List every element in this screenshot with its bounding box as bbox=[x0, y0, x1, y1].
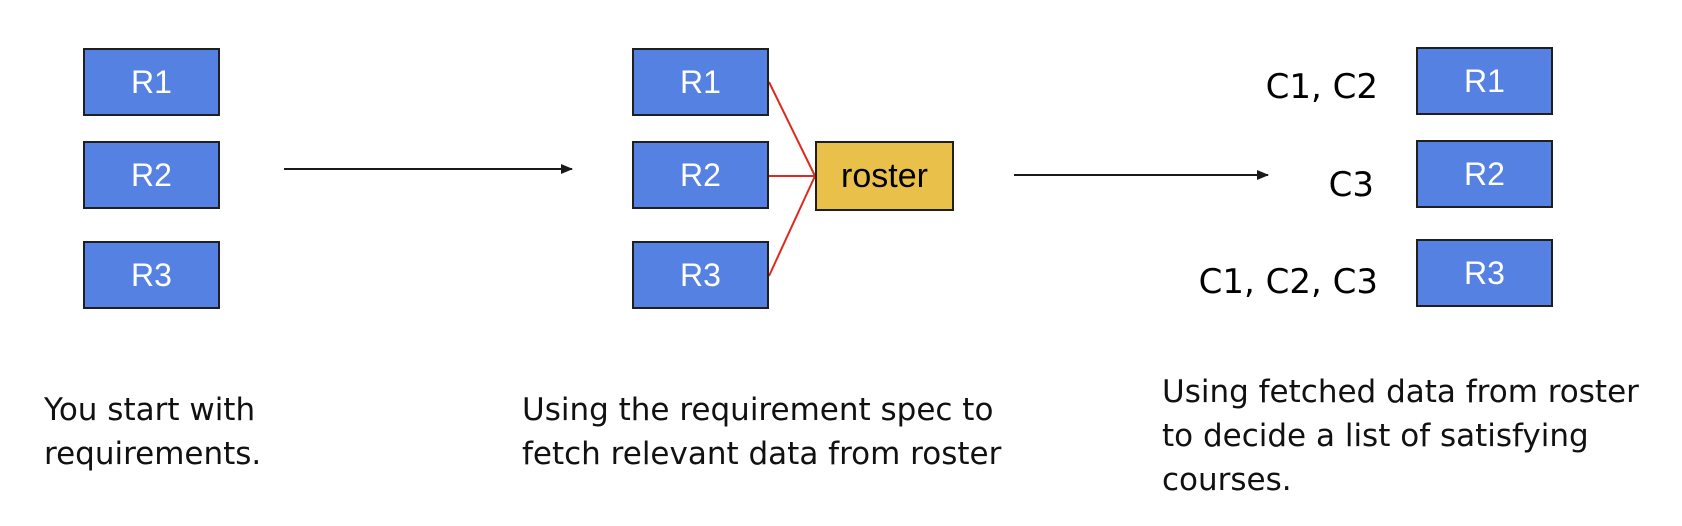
connector-r3-roster bbox=[768, 175, 816, 277]
requirement-label: R1 bbox=[680, 63, 721, 100]
requirement-label: R2 bbox=[1464, 155, 1505, 192]
requirement-label: R1 bbox=[1464, 62, 1505, 99]
caption-line: fetch relevant data from roster bbox=[522, 436, 1002, 472]
roster-box: roster bbox=[815, 141, 954, 211]
course-list-r1: C1, C2 bbox=[1265, 67, 1378, 107]
connector-r1-roster bbox=[768, 81, 816, 177]
roster-label: roster bbox=[841, 156, 928, 195]
stage3-requirement-r1: R1 bbox=[1416, 47, 1553, 115]
stage3-requirement-r3: R3 bbox=[1416, 239, 1553, 307]
caption-line: requirements. bbox=[44, 436, 262, 472]
course-list-r2: C3 bbox=[1328, 165, 1374, 205]
stage1-requirement-r3: R3 bbox=[83, 241, 220, 309]
stage2-caption: Using the requirement spec to fetch rele… bbox=[522, 388, 1001, 476]
stage3-requirement-r2: R2 bbox=[1416, 140, 1553, 208]
stage3-caption: Using fetched data from roster to decide… bbox=[1162, 370, 1639, 502]
requirement-label: R1 bbox=[131, 63, 172, 100]
requirement-label: R3 bbox=[680, 256, 721, 293]
stage1-caption: You start with requirements. bbox=[44, 388, 261, 476]
course-list-r3: C1, C2, C3 bbox=[1198, 262, 1378, 302]
stage2-requirement-r3: R3 bbox=[632, 241, 769, 309]
caption-line: You start with bbox=[44, 392, 256, 428]
stage1-requirement-r1: R1 bbox=[83, 48, 220, 116]
requirement-label: R2 bbox=[680, 156, 721, 193]
stage2-requirement-r1: R1 bbox=[632, 48, 769, 116]
caption-line: Using the requirement spec to bbox=[522, 392, 994, 428]
requirement-label: R2 bbox=[131, 156, 172, 193]
requirement-label: R3 bbox=[1464, 254, 1505, 291]
stage2-requirement-r2: R2 bbox=[632, 141, 769, 209]
caption-line: courses. bbox=[1162, 462, 1292, 498]
caption-line: to decide a list of satisfying bbox=[1162, 418, 1589, 454]
requirement-label: R3 bbox=[131, 256, 172, 293]
caption-line: Using fetched data from roster bbox=[1162, 374, 1639, 410]
stage1-requirement-r2: R2 bbox=[83, 141, 220, 209]
